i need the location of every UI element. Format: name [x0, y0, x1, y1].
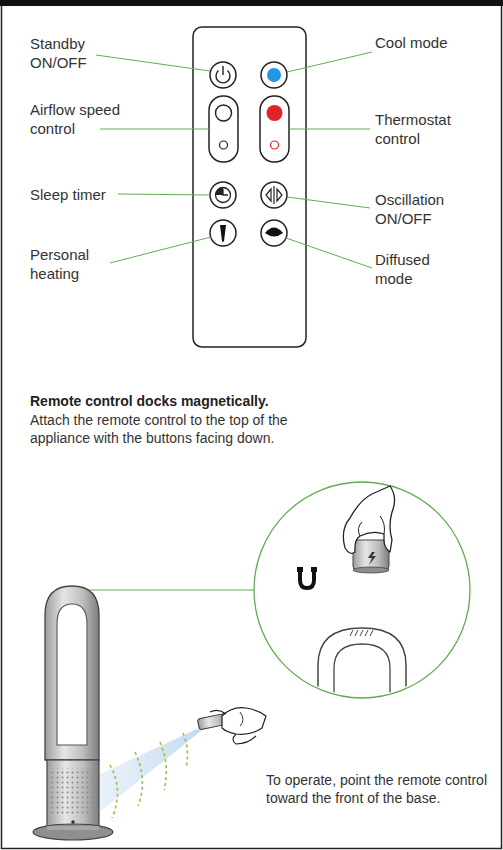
remote-control: [271, 141, 279, 149]
remote-control: [260, 96, 289, 162]
leader-line: [286, 238, 372, 268]
inset-detail: [254, 482, 470, 700]
remote-control: [261, 220, 287, 246]
heater-appliance: [47, 760, 99, 828]
button-label: Airflow speed control: [30, 100, 142, 138]
leader-line: [287, 197, 370, 208]
remote-control: [193, 27, 306, 347]
page-frame: [0, 0, 503, 6]
heater-appliance: [57, 604, 87, 745]
remote-control: [273, 186, 274, 204]
heater-appliance: [71, 820, 75, 824]
leader-line: [96, 55, 210, 71]
section-heading: Remote control docks magnetically.: [30, 392, 350, 411]
remote-control: [220, 225, 226, 242]
inset-detail: [358, 522, 362, 536]
infrared-beam: [110, 765, 118, 818]
button-label: Diffused mode: [375, 250, 455, 288]
remote-control: [261, 62, 287, 88]
leader-line: [118, 194, 210, 195]
inset-detail: [360, 630, 363, 636]
remote-control: [266, 189, 271, 201]
inset-detail: [343, 486, 394, 553]
button-label: Personal heating: [30, 245, 110, 283]
remote-control: [261, 182, 287, 208]
remote-control: [209, 96, 238, 162]
button-label: Sleep timer: [30, 185, 140, 204]
infrared-beam: [100, 722, 212, 812]
inset-detail: [380, 516, 385, 534]
heater-appliance: [50, 768, 96, 816]
inset-detail: [350, 630, 353, 636]
inset-detail: [318, 628, 406, 700]
inset-detail: [350, 630, 373, 636]
inset-detail: [365, 630, 368, 636]
infrared-beam: [110, 733, 187, 818]
button-label: Oscillation ON/OFF: [375, 190, 485, 228]
hand-with-remote: [233, 734, 256, 744]
remote-control: [210, 182, 236, 208]
button-label: Thermostat control: [375, 110, 485, 148]
remote-control: [265, 228, 283, 237]
remote-control: [267, 68, 281, 82]
infrared-beam: [183, 733, 187, 768]
remote-control: [210, 220, 236, 246]
heater-appliance: [47, 826, 99, 830]
remote-control: [220, 141, 228, 149]
infrared-beam: [135, 752, 142, 806]
infrared-beam: [160, 742, 166, 790]
inset-detail: [311, 567, 317, 572]
button-label: Standby ON/OFF: [30, 34, 104, 72]
remote-control: [216, 188, 224, 196]
remote-control: [267, 105, 283, 121]
button-label: Cool mode: [375, 33, 455, 52]
inset-detail: [353, 567, 389, 573]
inset-detail: [334, 644, 390, 700]
remote-control: [277, 189, 282, 201]
infrared-beam: [100, 722, 212, 818]
inset-detail: [355, 630, 358, 636]
leader-line: [287, 52, 372, 72]
instruction-text: To operate, point the remote control tow…: [266, 771, 496, 807]
remote-control: [216, 105, 232, 121]
inset-detail: [300, 570, 314, 588]
remote-control: [210, 62, 236, 88]
hand-with-remote: [222, 708, 266, 735]
inset-detail: [368, 552, 376, 565]
inset-detail: [318, 628, 406, 700]
inset-detail: [370, 630, 373, 636]
remote-control: [222, 66, 223, 75]
heater-appliance: [33, 824, 113, 840]
remote-control: [193, 27, 306, 347]
inset-detail: [353, 540, 389, 570]
heater-appliance: [45, 586, 99, 760]
leader-line: [289, 129, 370, 130]
inset-detail: [297, 567, 303, 572]
leader-line: [100, 129, 209, 130]
remote-control: [223, 189, 228, 195]
hand-with-remote: [197, 708, 266, 744]
leader-line: [78, 590, 254, 591]
remote-control: [216, 188, 231, 203]
instruction-text: Attach the remote control to the top of …: [30, 411, 340, 447]
hand-with-remote: [240, 712, 243, 726]
hand-with-remote: [210, 710, 226, 714]
leader-line: [110, 237, 211, 263]
